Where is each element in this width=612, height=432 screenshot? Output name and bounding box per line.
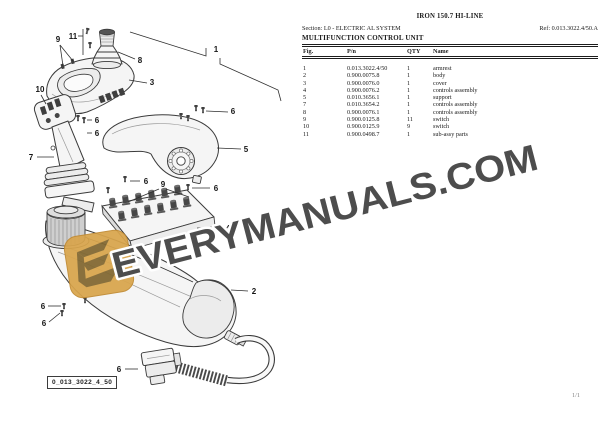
- parts-list-pane: IRON 150.7 HI-LINE Section: L0 - ELECTRI…: [302, 13, 598, 138]
- cell-name: controls assembly: [433, 101, 478, 109]
- cell-qty: 1: [407, 94, 411, 102]
- cell-fig: 1: [303, 65, 307, 72]
- table-row: 5 0.010.3656.1 1 support: [302, 94, 598, 101]
- callout-label: 8: [138, 56, 143, 65]
- cell-pn: 0.900.0498.7: [347, 130, 380, 138]
- model-title: IRON 150.7 HI-LINE: [416, 13, 484, 20]
- section-label: Section: L0 - ELECTRIC AL SYSTEM: [302, 25, 401, 32]
- cell-name: sub-assy parts: [433, 130, 468, 138]
- callout-label: 1: [214, 45, 219, 54]
- cell-pn: 0.900.0076.2: [347, 86, 380, 94]
- table-row: 10 0.900.0125.9 9 switch: [302, 123, 598, 130]
- col-pn: P/n: [346, 43, 406, 59]
- cell-pn: 0.900.0075.8: [347, 72, 380, 80]
- table-row: 2 0.900.0075.8 1 body: [302, 72, 598, 79]
- cell-name: cover: [433, 79, 447, 87]
- cell-qty: 1: [407, 72, 411, 80]
- cell-fig: 10: [303, 123, 310, 131]
- part-joystick: [91, 28, 123, 70]
- col-name: Name: [432, 43, 598, 59]
- cell-name: controls assembly: [433, 108, 478, 116]
- table-row: 8 0.900.0076.1 1 controls assembly: [302, 109, 598, 116]
- cell-pn: 0.900.0125.9: [347, 123, 380, 131]
- table-row: 3 0.900.0076.0 1 cover: [302, 80, 598, 87]
- callout-label: 6: [144, 177, 149, 186]
- cell-fig: 2: [303, 72, 307, 80]
- part-cable-connector: [140, 335, 275, 387]
- callout-label: 2: [252, 287, 257, 296]
- callout-label: 6: [117, 365, 122, 374]
- cell-fig: 7: [303, 101, 307, 109]
- watermark-text: EVERYMANUALS.COM: [108, 137, 542, 286]
- cell-pn: 0.010.3654.2: [347, 101, 380, 109]
- cell-qty: 11: [407, 116, 413, 124]
- cell-name: switch: [433, 116, 450, 124]
- screws: [60, 27, 205, 317]
- cell-name: armrest: [433, 65, 452, 72]
- part-body: [42, 205, 247, 348]
- callout-label: 6: [95, 129, 100, 138]
- table-row: 4 0.900.0076.2 1 controls assembly: [302, 87, 598, 94]
- table-row: 11 0.900.0498.7 1 sub-assy parts: [302, 131, 598, 138]
- part-grip-assembly: [33, 94, 95, 213]
- doc-meta-row: Section: L0 - ELECTRIC AL SYSTEM Ref: 0.…: [302, 25, 598, 32]
- cell-name: support: [433, 94, 452, 102]
- cell-qty: 1: [407, 86, 411, 94]
- cell-fig: 9: [303, 116, 307, 124]
- cell-pn: 0.900.0076.0: [347, 79, 380, 87]
- figure-ref-box: 0_013_3022_4_50: [47, 376, 118, 389]
- callout-label: 9: [161, 180, 166, 189]
- table-row: 7 0.010.3654.2 1 controls assembly: [302, 101, 598, 108]
- cell-pn: 0.013.3022.4/50: [347, 65, 388, 72]
- part-cover: [46, 57, 135, 115]
- cell-qty: 1: [407, 130, 411, 138]
- callout-label: 10: [36, 85, 45, 94]
- cell-fig: 3: [303, 79, 307, 87]
- cell-fig: 11: [303, 130, 309, 138]
- col-fig: Fig.: [302, 43, 346, 59]
- cell-qty: 9: [407, 123, 411, 131]
- part-support: [102, 114, 220, 185]
- callout-label: 5: [244, 145, 249, 154]
- cell-fig: 8: [303, 108, 307, 116]
- cell-name: controls assembly: [433, 86, 478, 94]
- cell-qty: 1: [407, 101, 411, 109]
- cell-pn: 0.900.0076.1: [347, 108, 380, 116]
- leader-lines: [37, 29, 282, 370]
- cell-name: body: [433, 72, 446, 80]
- callout-label: 6: [214, 184, 219, 193]
- cell-qty: 1: [407, 108, 411, 116]
- cell-name: switch: [433, 123, 450, 131]
- ref-label: Ref: 0.013.3022.4/50.A: [539, 25, 598, 32]
- callout-label: 4: [226, 224, 231, 233]
- callout-label: 6: [41, 302, 46, 311]
- callout-label: 3: [150, 78, 155, 87]
- cell-qty: 1: [407, 79, 411, 87]
- col-qty: QTY: [406, 43, 432, 59]
- cell-fig: 4: [303, 86, 307, 94]
- callout-label: 6: [95, 116, 100, 125]
- table-header-row: Fig. P/n QTY Name: [302, 43, 598, 59]
- cell-pn: 0.900.0125.8: [347, 116, 380, 124]
- callout-label: 9: [56, 35, 61, 44]
- table-row: 1 0.013.3022.4/50 1 armrest: [302, 58, 598, 73]
- page-indicator: 1/1: [572, 392, 581, 399]
- cell-qty: 1: [407, 65, 411, 72]
- callout-label: 11: [69, 32, 78, 41]
- cell-pn: 0.010.3656.1: [347, 94, 380, 102]
- page-title: MULTIFUNCTION CONTROL UNIT: [302, 34, 424, 42]
- cell-fig: 5: [303, 94, 307, 102]
- callout-label: 6: [231, 107, 236, 116]
- part-switch-panel: [101, 184, 216, 250]
- table-row: 9 0.900.0125.8 11 switch: [302, 116, 598, 123]
- parts-table: Fig. P/n QTY Name 1 0.013.3022.4/50 1 armre…: [302, 43, 598, 138]
- callout-label: 6: [42, 319, 47, 328]
- callout-label: 7: [29, 153, 34, 162]
